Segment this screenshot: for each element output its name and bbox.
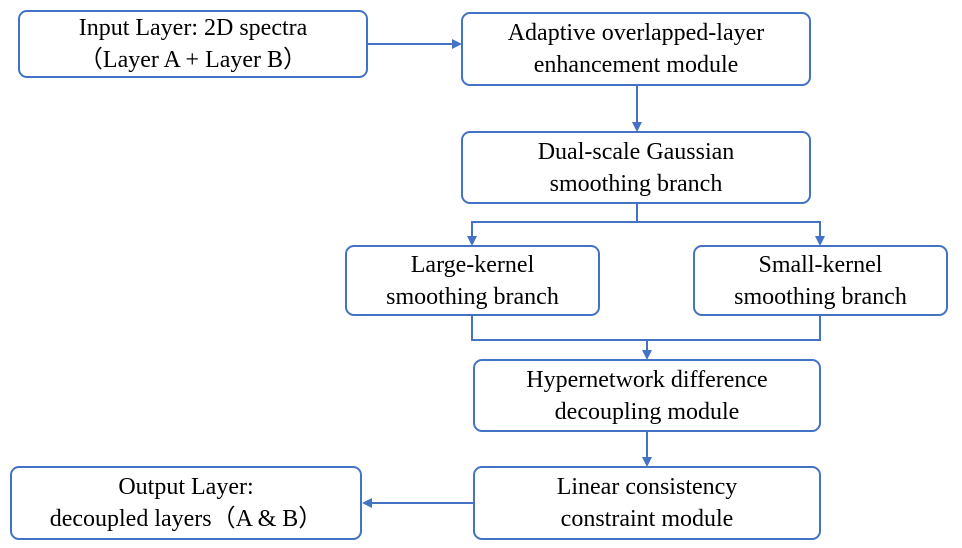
small-kernel-branch-node: Small-kernel smoothing branch [693,245,948,316]
input-layer-node: Input Layer: 2D spectra （Layer A + Layer… [18,10,368,78]
output-layer-line1: Output Layer: [118,474,254,500]
large-kernel-line1: Large-kernel [410,251,535,278]
output-layer-line2: decoupled layers（A & B） [49,506,323,532]
dual-scale-line1: Dual-scale Gaussian [537,138,735,165]
dual-scale-branch-node: Dual-scale Gaussian smoothing branch [461,131,811,204]
output-layer-node: Output Layer: decoupled layers（A & B） [10,466,362,540]
split-line-dual-scale [471,204,821,244]
hypernetwork-line1: Hypernetwork difference [526,366,768,393]
adaptive-module-line1: Adaptive overlapped-layer [507,20,765,46]
input-layer-line1: Input Layer: 2D spectra [78,15,308,41]
linear-consistency-line2: constraint module [560,506,734,532]
hypernetwork-module-node: Hypernetwork difference decoupling modul… [473,359,821,432]
large-kernel-line2: smoothing branch [386,283,559,310]
dual-scale-line2: smoothing branch [549,170,723,197]
adaptive-module-line2: enhancement module [533,52,739,78]
linear-consistency-line1: Linear consistency [556,474,738,500]
small-kernel-line2: smoothing branch [734,283,907,310]
large-kernel-branch-node: Large-kernel smoothing branch [345,245,600,316]
linear-consistency-module-node: Linear consistency constraint module [473,466,821,540]
input-layer-line2: （Layer A + Layer B） [78,47,308,73]
hypernetwork-line2: decoupling module [554,398,740,425]
small-kernel-line1: Small-kernel [758,251,883,278]
adaptive-module-node: Adaptive overlapped-layer enhancement mo… [461,12,811,86]
merge-line-branches [471,316,821,358]
